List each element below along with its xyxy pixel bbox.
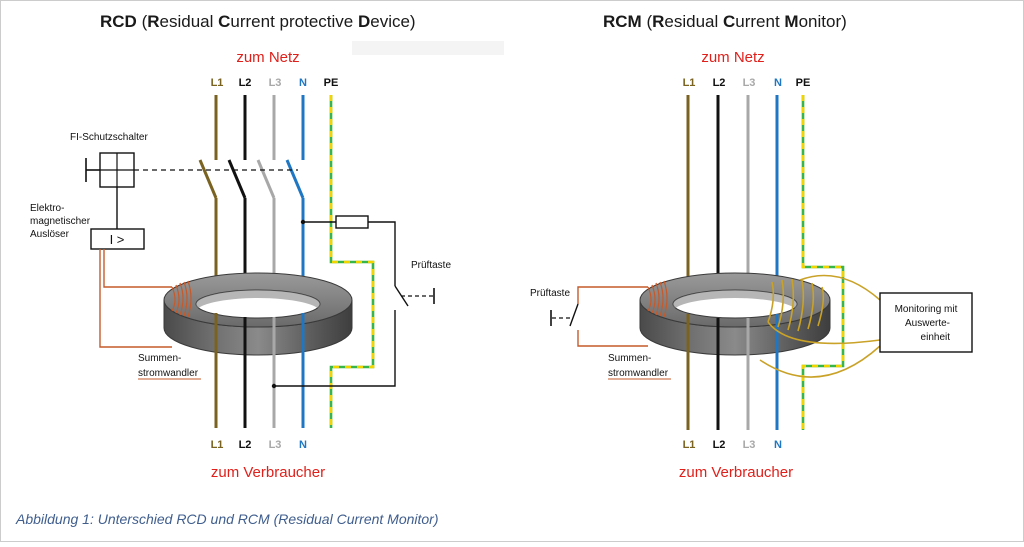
rcd-L1-blade — [198, 159, 218, 199]
rcd-L2-blade — [227, 159, 247, 199]
rcm-monitoring-box — [879, 292, 973, 353]
rcd-label-bottom-N: N — [299, 439, 307, 451]
rcd-trigger-symbol: I > — [110, 232, 125, 247]
rcd-label-top-L3: L3 — [269, 77, 282, 89]
rcd-transformer-label-2: stromwandler — [138, 368, 199, 379]
rcd-label-top-PE: PE — [324, 77, 339, 89]
rcd-label-bottom-L1: L1 — [211, 439, 224, 451]
rcm-label-bottom-N: N — [774, 439, 782, 451]
rcd-L3-blade — [256, 159, 276, 199]
rcd-test-resistor — [335, 215, 369, 229]
rcd-fi-label: FI-Schutzschalter — [70, 132, 148, 143]
rcm-monitor-wire-1 — [767, 321, 881, 345]
rcm-test-label: Prüftaste — [530, 288, 570, 299]
rcm-title: RCM (Residual Current Monitor) — [603, 12, 847, 31]
rcm-title-abbr: RCM — [603, 12, 642, 31]
rcd-test-label: Prüftaste — [411, 260, 451, 271]
faint-overlay — [352, 41, 504, 55]
rcm-test-wire-2 — [577, 330, 648, 347]
rcd-trigger-box — [90, 228, 145, 250]
rcd-label-bottom-L2: L2 — [239, 439, 252, 451]
rcm-diagram: Prüftaste Monitoring mit Auswerte- einhe… — [530, 95, 973, 430]
rcd-top-label: zum Netz — [236, 49, 299, 66]
rcm-PE-yellow — [801, 95, 845, 430]
rcm-monitor-wire-2 — [799, 274, 881, 301]
figure-caption: Abbildung 1: Unterschied RCD und RCM (Re… — [15, 511, 439, 527]
rcd-PE-green — [329, 95, 375, 428]
rcd-summation-transformer — [163, 272, 353, 356]
rcm-monitor-label-3: einheit — [921, 332, 951, 343]
rcd-transformer-label-1: Summen- — [138, 353, 181, 364]
rcd-test-wire-bottom — [274, 310, 396, 387]
rcm-monitor-winding — [767, 278, 825, 332]
rcm-transformer-label-2: stromwandler — [608, 368, 669, 379]
rcm-PE-green — [801, 95, 845, 430]
rcm-label-top-N: N — [774, 77, 782, 89]
rcd-sense-winding — [171, 280, 192, 318]
rcm-top-label: zum Netz — [701, 49, 764, 66]
rcm-label-top-PE: PE — [796, 77, 811, 89]
rcm-transformer-label-1: Summen- — [608, 353, 651, 364]
rcm-test-winding — [647, 280, 668, 318]
rcm-test-wire-1 — [577, 286, 648, 304]
rcd-label-top-L1: L1 — [211, 77, 224, 89]
rcd-label-top-L2: L2 — [239, 77, 252, 89]
rcd-title: RCD (Residual Current protective Device) — [100, 12, 416, 31]
rcm-monitor-label-1: Monitoring mit — [895, 304, 958, 315]
rcd-emag-label-3: Auslöser — [30, 229, 70, 240]
rcm-label-top-L2: L2 — [713, 77, 726, 89]
rcm-test-switch — [569, 303, 579, 327]
rcd-coil-wire-2 — [99, 249, 172, 348]
rcm-label-bottom-L2: L2 — [713, 439, 726, 451]
rcd-emag-label-1: Elektro- — [30, 203, 64, 214]
rcd-emag-label-2: magnetischer — [30, 216, 91, 227]
rcm-bottom-label: zum Verbraucher — [679, 464, 793, 481]
rcd-coil-wire-1 — [103, 249, 172, 288]
rcd-label-bottom-L3: L3 — [269, 439, 282, 451]
rcd-diagram: FI-Schutzschalter Elektro- magnetischer … — [30, 95, 451, 428]
rcm-monitor-label-2: Auswerte- — [905, 318, 950, 329]
rcm-label-top-L3: L3 — [743, 77, 756, 89]
rcd-N-blade — [285, 159, 305, 199]
rcm-label-bottom-L1: L1 — [683, 439, 696, 451]
rcm-label-top-L1: L1 — [683, 77, 696, 89]
rcd-label-top-N: N — [299, 77, 307, 89]
rcm-label-bottom-L3: L3 — [743, 439, 756, 451]
rcd-bottom-label: zum Verbraucher — [211, 464, 325, 481]
rcm-monitor-wire-3 — [759, 345, 881, 378]
rcd-title-abbr: RCD — [100, 12, 137, 31]
